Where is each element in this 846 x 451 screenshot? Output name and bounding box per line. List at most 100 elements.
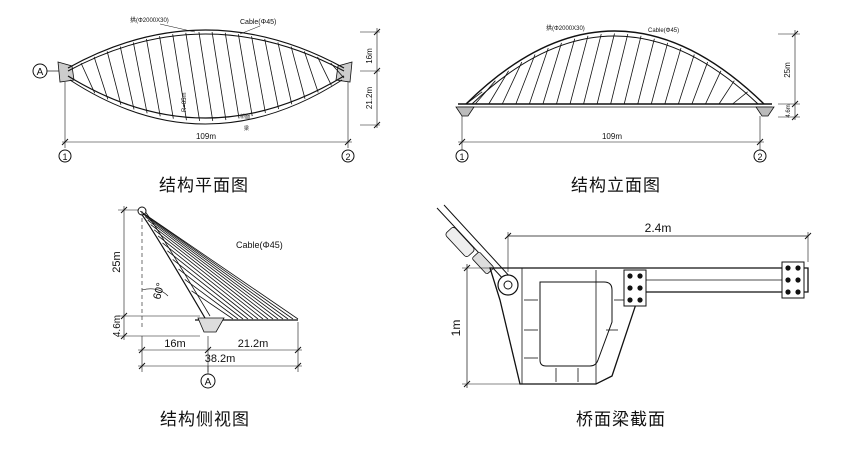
plan-curve-note: R=85m: [182, 92, 188, 112]
elev-cable: [569, 35, 589, 105]
side-cable: [142, 213, 289, 320]
elev-cable: [596, 33, 615, 105]
side-cable-label: Cable(Φ45): [236, 240, 283, 250]
bolt: [795, 277, 801, 283]
plan-cable: [159, 36, 174, 119]
plan-deck-outer: [67, 75, 345, 119]
elev-cable: [732, 91, 748, 105]
side-cable: [157, 235, 264, 320]
side-cable: [141, 211, 294, 320]
side-cable: [167, 250, 254, 320]
deck-section-view: 2.4m 1m: [436, 204, 812, 388]
elev-height-dim: 25m: [783, 62, 792, 78]
elev-cables: [465, 33, 748, 105]
side-base-dim: 4.6m: [112, 315, 123, 337]
elev-axis-2-bubble: [753, 149, 767, 163]
side-cables: [140, 210, 299, 320]
bolt: [785, 277, 791, 283]
elev-cable: [465, 91, 483, 105]
plan-rise-dim: 16m: [365, 48, 374, 64]
elev-cable: [542, 42, 562, 105]
plan-cable: [185, 32, 200, 121]
plan-cable: [277, 42, 293, 105]
girder-outline: [489, 267, 809, 385]
section-caption: 桥面梁截面: [576, 410, 666, 430]
side-base-block: [197, 317, 225, 333]
plan-cable: [251, 36, 266, 113]
bolt: [795, 289, 801, 295]
plan-axis-1-label: 1: [62, 152, 67, 162]
plan-cable: [303, 51, 319, 93]
plan-cable: [146, 38, 161, 117]
girder-inner-cell: [539, 281, 613, 367]
cable-anchor: [445, 227, 475, 257]
elev-left-support: [455, 106, 475, 117]
elev-cable: [474, 80, 496, 105]
plan-cable: [106, 51, 122, 105]
plan-arch-inner: [67, 33, 345, 72]
plan-cable: [290, 46, 306, 99]
elev-arch-label: 拱(Φ2000X30): [546, 24, 585, 32]
side-cable: [153, 229, 269, 320]
plan-axis-2-bubble: [341, 149, 355, 163]
elev-cable: [583, 33, 602, 105]
plan-cable-label: Cable(Φ45): [240, 19, 276, 26]
plan-cable: [80, 62, 96, 94]
left-abutment: [57, 61, 75, 83]
plan-cable: [198, 32, 214, 121]
splice-plate-left: [623, 269, 647, 307]
side-cable: [178, 268, 244, 320]
plan-deck-note: 桥面: [240, 113, 250, 120]
bolt: [627, 273, 633, 279]
plan-deck-inner: [69, 79, 343, 125]
elevation-view: 拱(Φ2000X30) Cable(Φ45) 25m 4.6m 109m 1 2: [455, 24, 800, 163]
elev-cable: [637, 38, 655, 105]
side-axis-a-label: A: [205, 377, 212, 388]
elevation-caption: 结构立面图: [571, 176, 661, 196]
side-caption: 结构侧视图: [160, 410, 250, 430]
bolt: [795, 265, 801, 271]
elev-right-support: [755, 106, 775, 117]
elev-cable: [529, 47, 549, 105]
side-dim-right: 21.2m: [238, 338, 269, 350]
elev-cable: [705, 70, 722, 105]
elev-cable: [650, 42, 669, 105]
plan-offset-dim: 21.2m: [365, 87, 374, 110]
bolt-group: [627, 265, 801, 303]
elev-cable: [610, 33, 629, 105]
elev-span-dim: 109m: [602, 132, 622, 141]
elev-cable: [691, 61, 708, 105]
side-cable: [162, 242, 259, 320]
elev-cable: [718, 80, 735, 105]
side-view: 60° Cable(Φ45) 25m 4.6m 16m 21.2m 38.2m …: [111, 206, 302, 389]
plan-cable: [211, 32, 227, 121]
plan-cable: [224, 32, 240, 119]
side-cable: [150, 224, 274, 320]
side-height-dim: 25m: [111, 251, 123, 272]
elev-cable-label: Cable(Φ45): [648, 28, 679, 34]
elev-cable: [501, 61, 523, 105]
elev-axis-2-label: 2: [757, 152, 762, 162]
plan-cable: [93, 56, 109, 100]
bolt: [627, 285, 633, 291]
elev-cable: [488, 70, 509, 105]
plan-cables: [80, 32, 345, 121]
side-cable: [147, 219, 279, 320]
plan-deck-note-2: 梁: [244, 125, 249, 132]
plan-caption: 结构平面图: [159, 176, 249, 196]
elev-cable: [556, 38, 576, 105]
bolt: [627, 297, 633, 303]
elev-base-dim: 4.6m: [786, 104, 792, 117]
elev-axis-1-bubble: [455, 149, 469, 163]
plan-arch-label: 拱(Φ2000X30): [130, 16, 169, 24]
side-dim-total: 38.2m: [205, 353, 236, 365]
elev-cable: [515, 54, 536, 105]
plan-cable: [172, 34, 187, 121]
elev-cable: [678, 54, 695, 105]
plan-cable: [237, 34, 253, 117]
side-arch-rib: [137, 209, 206, 319]
side-cable: [184, 279, 239, 320]
plan-axis-1-bubble: [58, 149, 72, 163]
